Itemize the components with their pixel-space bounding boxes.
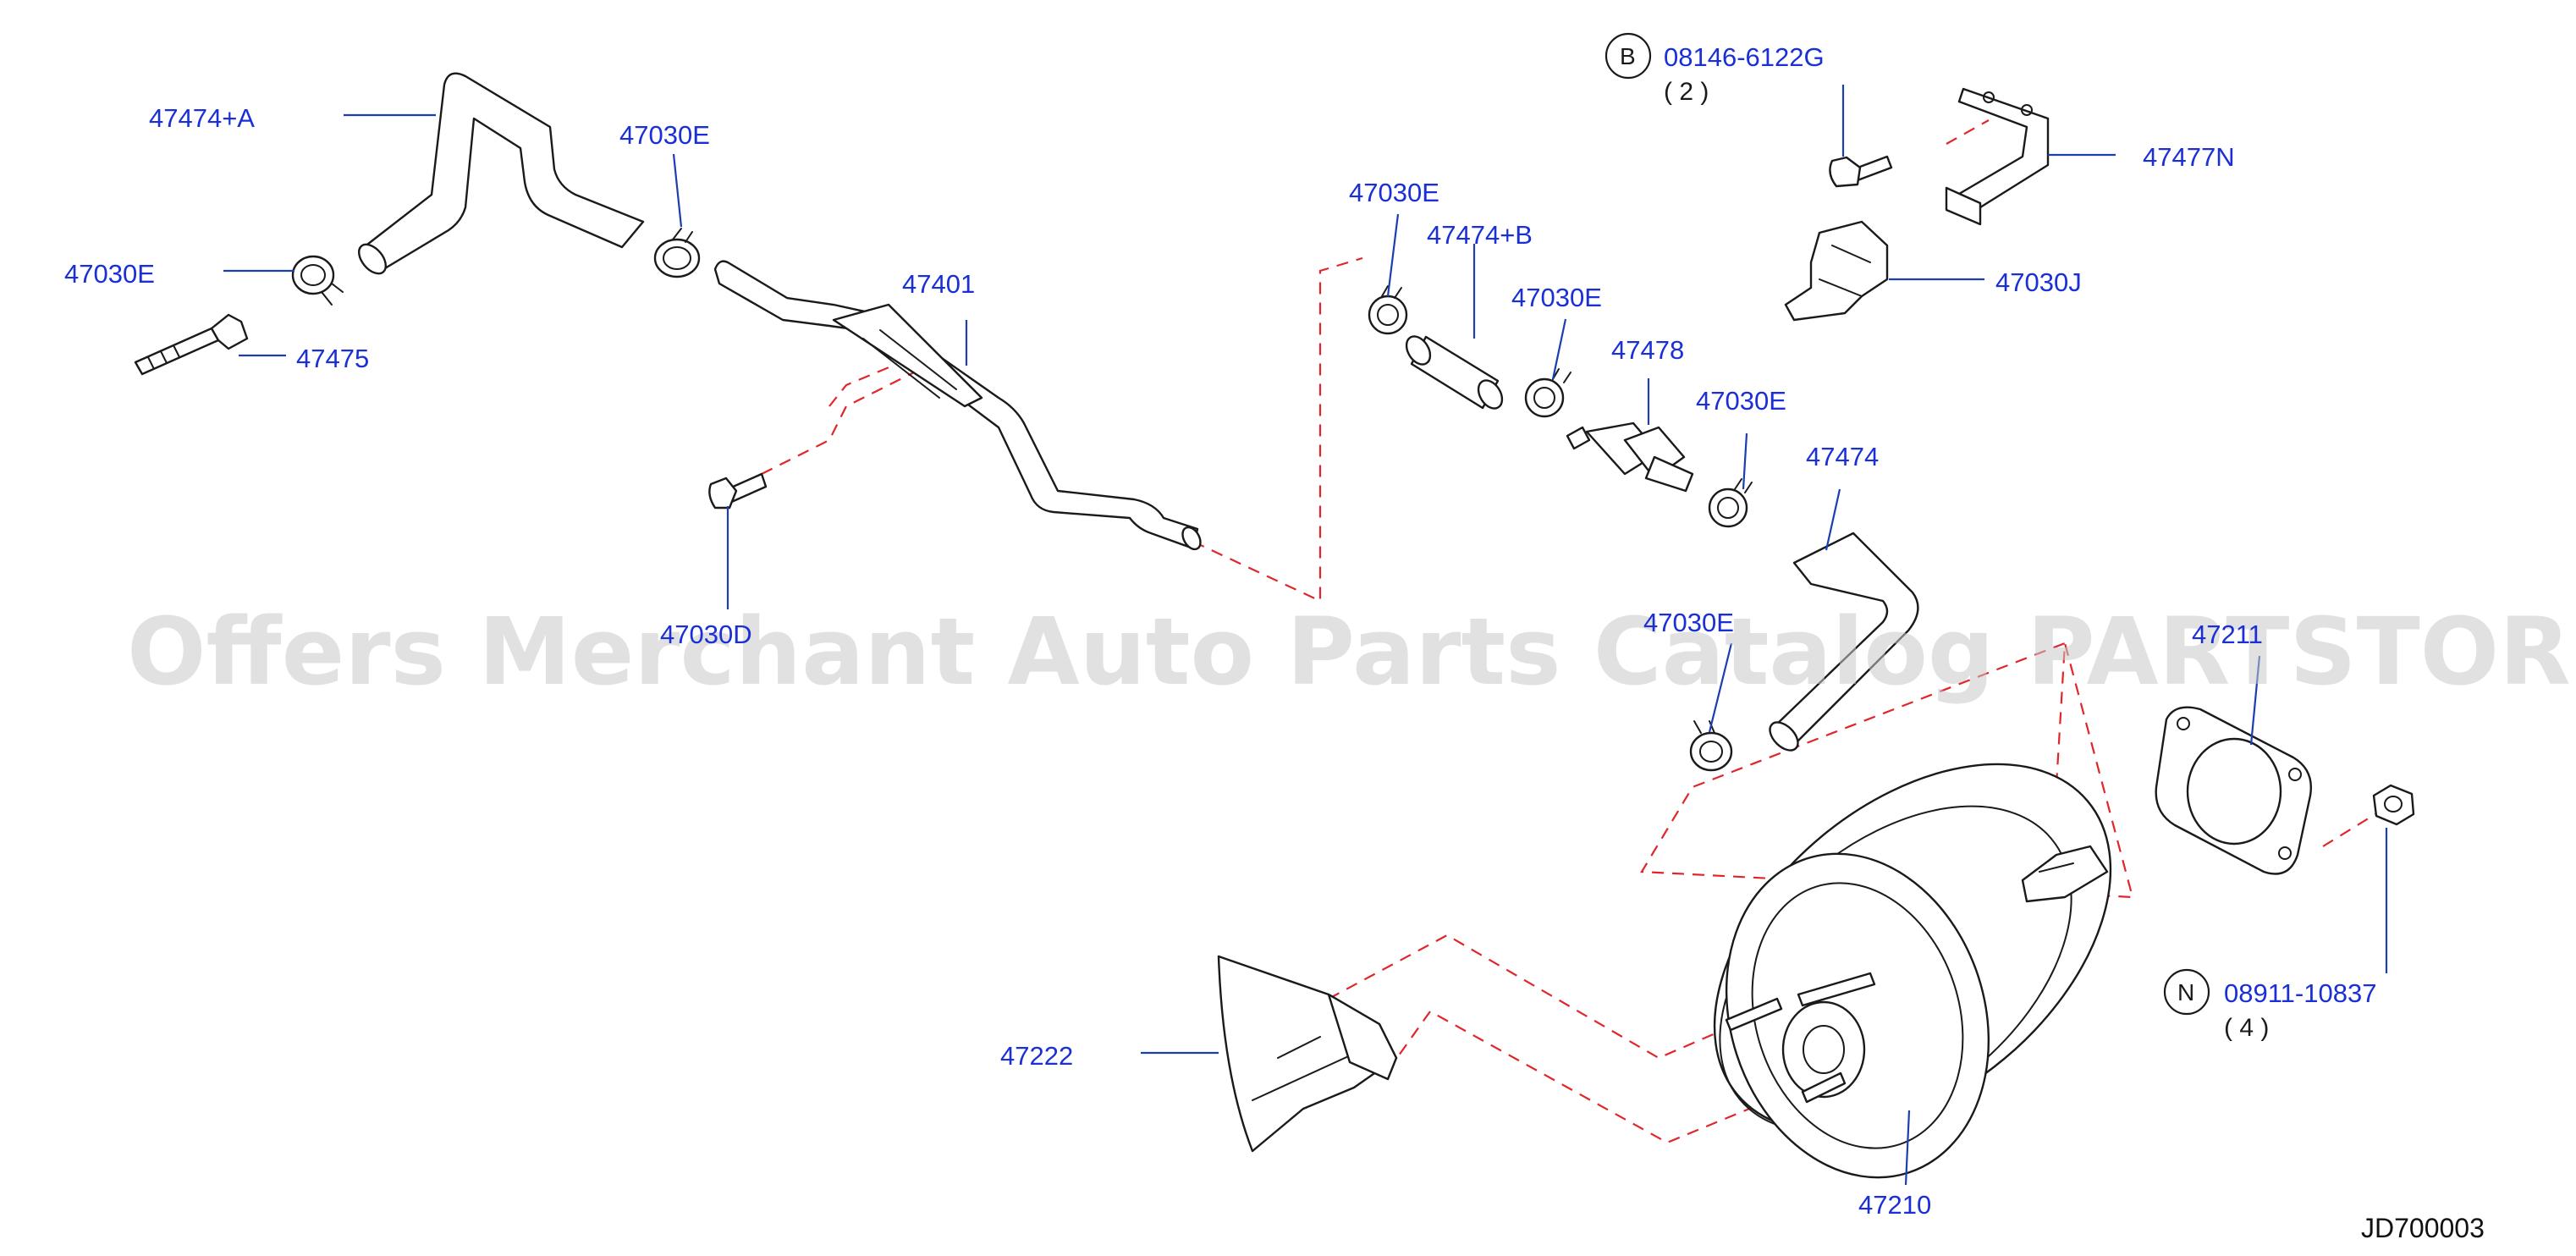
label-nut-n[interactable]: 08911-10837 [2224,978,2376,1008]
label-shield[interactable]: 47222 [1000,1041,1073,1071]
booster-part [1713,763,2112,1179]
nut-n-callout: N 08911-10837 ( 4 ) [2163,968,2376,1042]
n-symbol-letter: N [2177,979,2194,1005]
shield-part [1217,955,1398,1153]
bolt-b-part [1829,155,1893,188]
label-booster[interactable]: 47210 [1858,1190,1931,1220]
clamp-part-4 [1524,368,1571,418]
label-connector[interactable]: 47475 [296,344,369,373]
diagram-code: JD700003 [2361,1213,2485,1243]
clamp-part-5 [1708,478,1753,528]
nut-n-part [2372,784,2415,826]
clamp-part-1 [653,228,701,278]
clamp-part-6 [1689,720,1733,772]
label-nut-n-qty: ( 4 ) [2224,1014,2269,1042]
label-bolt-b-qty: ( 2 ) [1664,78,1709,106]
gasket-part [2155,706,2312,875]
leader-lines [223,85,2388,1186]
label-check-valve[interactable]: 47478 [1611,335,1684,365]
part-labels: 47474+A 47030E 47030E 47475 47401 47030D… [64,103,2263,1220]
bracket-part [1945,87,2050,226]
label-bolt-lower[interactable]: 47030D [660,620,752,649]
b-symbol-circle [1604,32,1652,80]
label-clamp-lower[interactable]: 47030E [1643,608,1734,637]
clip-part [1784,220,1889,322]
label-bolt-b[interactable]: 08146-6122G [1664,42,1825,72]
label-clamp-mid-2[interactable]: 47030E [1511,283,1602,312]
label-hose-b[interactable]: 47474+B [1427,220,1533,250]
label-hose-a[interactable]: 47474+A [149,103,255,133]
label-hose[interactable]: 47474 [1806,442,1879,471]
connector-part [134,313,249,376]
tube-part [713,260,1202,551]
label-clip[interactable]: 47030J [1995,267,2082,297]
label-clamp-left[interactable]: 47030E [64,259,155,289]
n-symbol-circle [2163,968,2210,1016]
label-clamp-top-left[interactable]: 47030E [619,120,710,150]
label-gasket[interactable]: 47211 [2192,620,2263,649]
hose-a-part [357,72,645,275]
label-clamp-mid-3[interactable]: 47030E [1696,386,1786,416]
bolt-b-callout: B 08146-6122G ( 2 ) [1604,32,1825,106]
hose-part [1769,532,1919,752]
label-tube[interactable]: 47401 [902,269,975,299]
b-symbol-letter: B [1620,43,1636,69]
clamp-part-2 [291,255,344,306]
label-bracket[interactable]: 47477N [2143,142,2235,172]
clamp-part-3 [1368,285,1408,335]
hose-b-part [1405,335,1504,410]
check-valve-part [1566,421,1694,493]
label-clamp-mid-1[interactable]: 47030E [1349,178,1439,207]
watermark-text: Offers Merchant Auto Parts Catalog PARTS… [127,598,2576,706]
bolt-lower-part [708,472,768,510]
